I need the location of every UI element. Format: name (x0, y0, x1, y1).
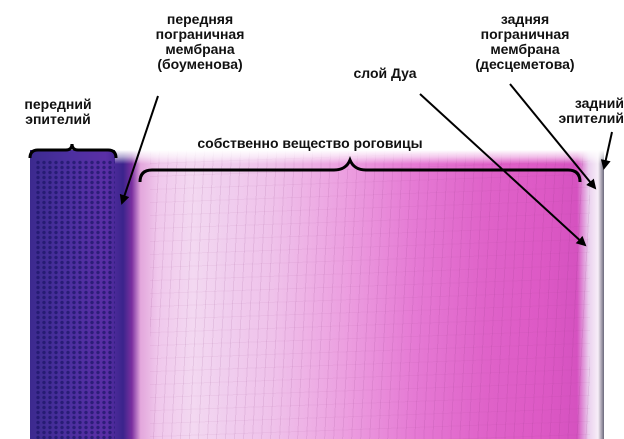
epithelium-bracket (30, 144, 116, 158)
bowman-arrow (122, 96, 158, 203)
anterior-epithelium-label: передний эпителий (8, 97, 108, 127)
dua-layer-label: слой Дуа (345, 66, 425, 81)
posterior-epithelium-arrow (604, 132, 612, 168)
bowman-membrane-label: передняя пограничная мембрана (боуменова… (135, 12, 265, 72)
descemet-membrane-label: задняя пограничная мембрана (десцеметова… (455, 12, 595, 72)
posterior-epithelium-label: задний эпителий (524, 96, 624, 126)
stroma-label: собственно вещество роговицы (155, 136, 465, 151)
